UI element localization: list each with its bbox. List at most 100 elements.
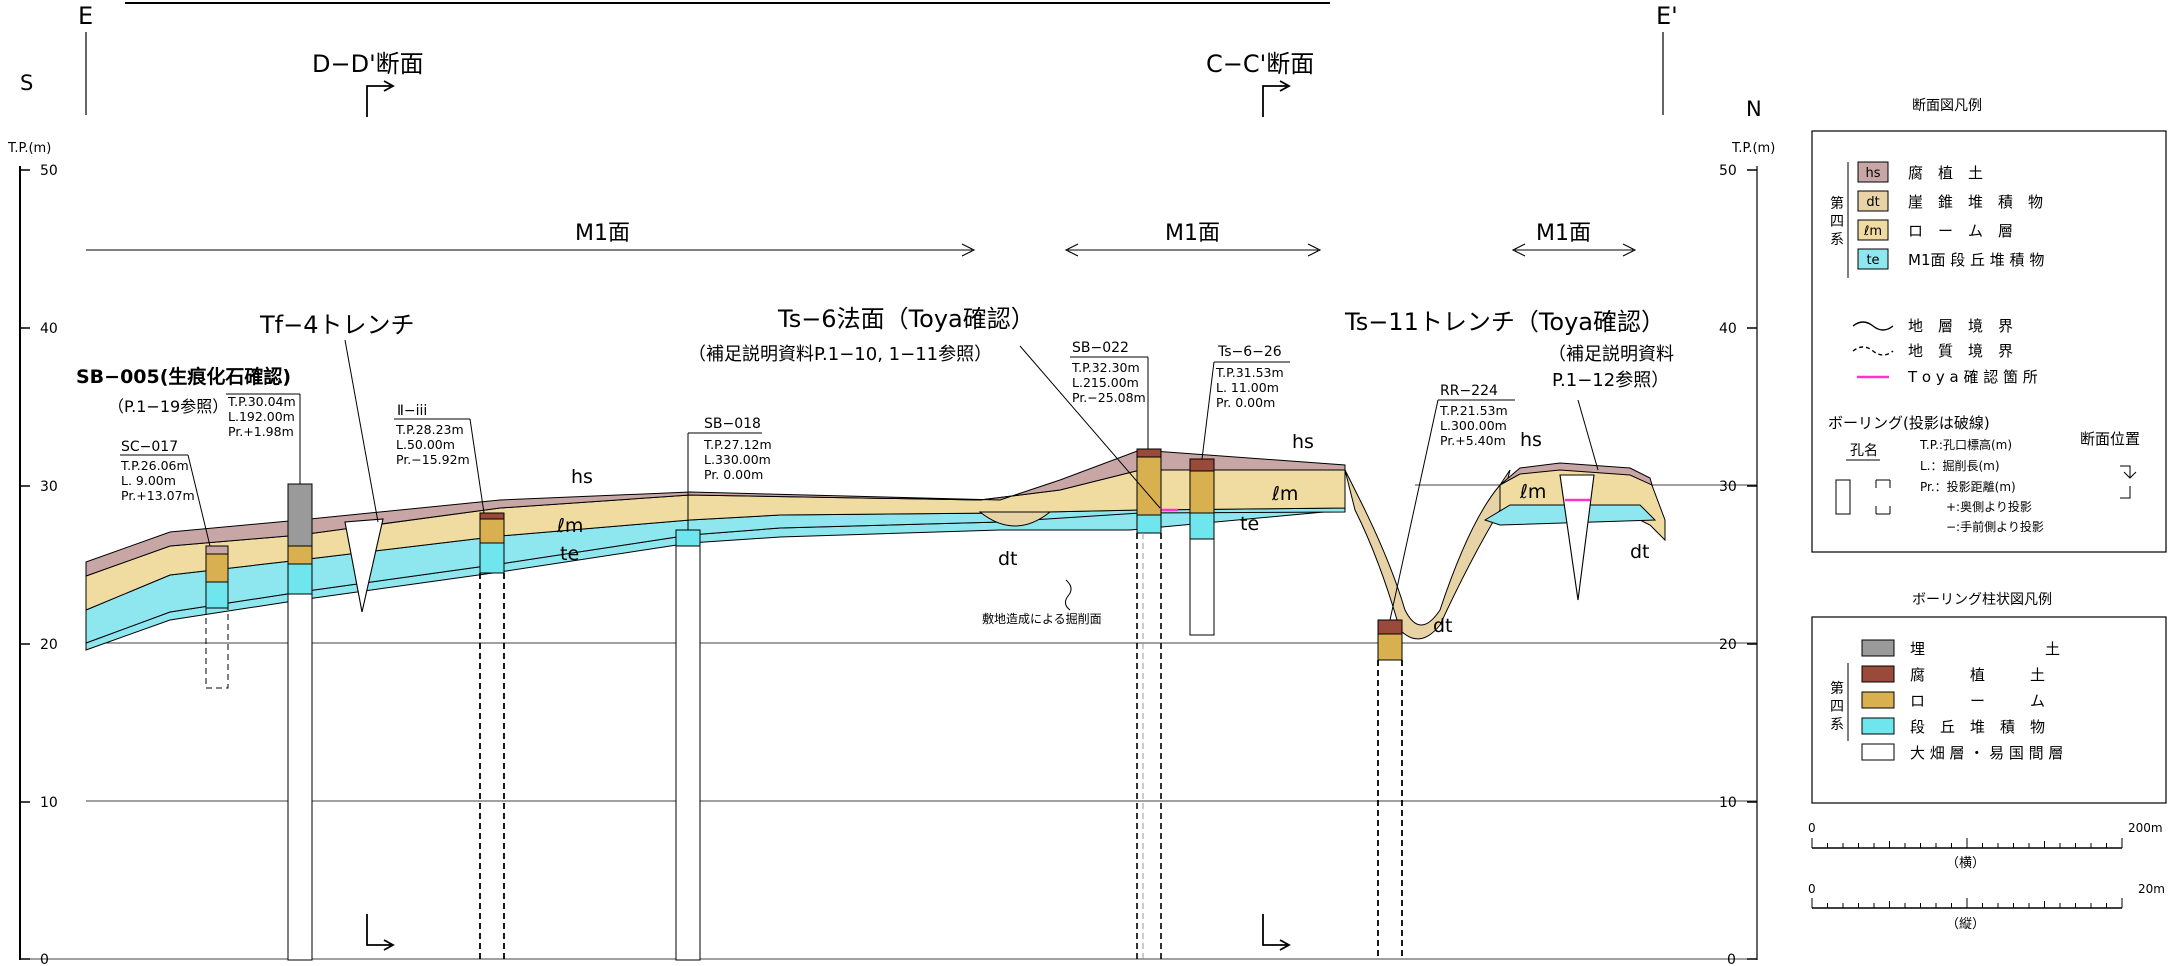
svg-text:地 質 境 界: 地 質 境 界: [1908, 342, 2013, 360]
borehole-sc017: [205, 545, 229, 689]
axis-tick-label: 50: [40, 163, 58, 179]
svg-text:0: 0: [1808, 882, 1816, 896]
svg-text:Pr.：投影距離(m): Pr.：投影距離(m): [1920, 479, 2016, 494]
direction-south: S: [20, 71, 33, 95]
scale-horizontal: 0 200m （横）: [1808, 821, 2163, 871]
svg-text:地 層 境 界: 地 層 境 界: [1908, 317, 2013, 335]
label-dt-1: dt: [998, 548, 1018, 570]
direction-north: N: [1746, 97, 1762, 121]
borehole-label-rr224: RR−224 T.P.21.53m L.300.00m Pr.+5.40m: [1389, 383, 1515, 621]
borehole-label-sc017: SC−017 T.P.26.06m L. 9.00m Pr.+13.07m: [120, 439, 211, 547]
ts6-subtitle: （補足説明資料P.1−10, 1−11参照）: [688, 344, 992, 365]
scale-vertical: 0 20m （縦）: [1808, 882, 2165, 932]
svg-text:+:奥側より投影: +:奥側より投影: [1946, 499, 2032, 514]
svg-text:SB−022: SB−022: [1072, 340, 1129, 356]
label-hs-2: hs: [1292, 431, 1314, 453]
svg-text:T.P.:孔口標高(m): T.P.:孔口標高(m): [1919, 437, 2012, 452]
borehole-label-tp3004: T.P.30.04m L.192.00m Pr.+1.98m: [226, 393, 301, 484]
svg-text:RR−224: RR−224: [1440, 383, 1498, 399]
borehole-sb018: [675, 529, 701, 961]
label-lm-3: ℓm: [1519, 481, 1546, 503]
tf4-title: Tf−4トレンチ: [259, 311, 415, 339]
svg-text:四: 四: [1830, 214, 1844, 230]
svg-text:Ⅱ−iii: Ⅱ−iii: [397, 403, 427, 419]
svg-text:L.330.00m: L.330.00m: [704, 452, 771, 467]
column-label-3: 段 丘 堆 積 物: [1910, 718, 2045, 736]
m1-surface-label-c: M1面: [1536, 221, 1591, 246]
column-label-0: 埋 土: [1910, 640, 2060, 658]
m1-surface-label-a: M1面: [575, 221, 630, 246]
label-lm-1: ℓm: [556, 515, 583, 537]
column-swatch-2: [1861, 691, 1895, 709]
label-te-1: te: [560, 543, 579, 565]
svg-text:ボーリング柱状図凡例: ボーリング柱状図凡例: [1912, 592, 2052, 608]
svg-text:Pr.+1.98m: Pr.+1.98m: [228, 424, 294, 439]
axis-tick-label: 30: [40, 479, 58, 495]
svg-text:L.：掘削長(m): L.：掘削長(m): [1920, 458, 2000, 473]
svg-text:SB−018: SB−018: [704, 416, 761, 432]
svg-text:T.P.31.53m: T.P.31.53m: [1215, 365, 1284, 380]
legend-swatch-1: [1857, 190, 1889, 212]
sb005-subtitle: （P.1−19参照）: [108, 397, 228, 416]
legend-column: ボーリング柱状図凡例 第 四 系 埋 土腐 植 土ロ ー ム段 丘 堆 積 物大…: [1811, 592, 2167, 804]
svg-text:第: 第: [1830, 680, 1844, 697]
borehole-ts6-26: [1189, 458, 1215, 636]
legend-swatch-2: [1857, 219, 1889, 241]
excavation-note: 敷地造成による掘削面: [982, 611, 1102, 626]
axis-tick-label: 40: [40, 321, 58, 337]
svg-text:T.P.26.06m: T.P.26.06m: [120, 458, 189, 473]
section-d-arrow-icon: [366, 80, 395, 117]
legend-label-2: ロ ー ム 層: [1908, 222, 2013, 240]
excavation-brace: [1064, 579, 1072, 611]
m1-surface-label-b: M1面: [1165, 221, 1220, 246]
svg-text:孔名: 孔名: [1850, 443, 1878, 459]
svg-text:SC−017: SC−017: [121, 439, 178, 455]
marker-e: E: [78, 2, 93, 30]
svg-text:四: 四: [1830, 699, 1844, 715]
svg-text:Pr. 0.00m: Pr. 0.00m: [704, 467, 763, 482]
sb005-title: SB−005(生痕化石確認): [76, 365, 291, 388]
axis-tick-label: 30: [1719, 479, 1737, 495]
section-c-arrow-bottom-icon: [1262, 914, 1291, 951]
ts11-leader: [1577, 399, 1599, 471]
legend-code-1: dt: [1866, 195, 1879, 210]
column-swatch-1: [1861, 665, 1895, 683]
legend-code-2: ℓm: [1863, 224, 1882, 239]
svg-text:Pr.−15.92m: Pr.−15.92m: [396, 452, 470, 467]
m1-surface-arrows: [86, 243, 1637, 257]
svg-text:L.192.00m: L.192.00m: [228, 409, 295, 424]
label-hs-3: hs: [1520, 429, 1542, 451]
axis-tick-label: 20: [1719, 637, 1737, 653]
legend-label-3: M1面 段 丘 堆 積 物: [1908, 251, 2044, 269]
legend-swatch-0: [1857, 161, 1889, 183]
svg-text:L.50.00m: L.50.00m: [396, 437, 455, 452]
svg-text:Pr.−25.08m: Pr.−25.08m: [1072, 390, 1146, 405]
ts6-title: Ts−6法面（Toya確認）: [777, 305, 1035, 333]
svg-text:（横）: （横）: [1946, 856, 1985, 871]
tf4-leader: [344, 339, 379, 523]
axis-unit-right: T.P.(m): [1731, 141, 1775, 156]
section-d-label: D−D'断面: [312, 50, 424, 78]
axis-tick-label: 10: [1719, 795, 1737, 811]
axis-tick-label: 10: [40, 795, 58, 811]
svg-text:Ts−6−26: Ts−6−26: [1217, 344, 1282, 360]
legend-label-0: 腐 植 土: [1908, 164, 1983, 182]
svg-text:L.215.00m: L.215.00m: [1072, 375, 1139, 390]
svg-text:断面位置: 断面位置: [2080, 430, 2140, 448]
axis-tick-label: 20: [40, 637, 58, 653]
svg-text:L. 9.00m: L. 9.00m: [121, 473, 176, 488]
svg-text:ボーリング(投影は破線): ボーリング(投影は破線): [1828, 414, 1990, 432]
legend-label-1: 崖 錐 堆 積 物: [1908, 193, 2043, 211]
svg-text:T.P.28.23m: T.P.28.23m: [395, 422, 464, 437]
section-c-arrow-icon: [1262, 80, 1291, 117]
label-hs-1: hs: [571, 466, 593, 488]
svg-text:Pr. 0.00m: Pr. 0.00m: [1216, 395, 1275, 410]
borehole-label-ts6-26: Ts−6−26 T.P.31.53m L. 11.00m Pr. 0.00m: [1201, 344, 1290, 460]
ts11-subtitle-2: P.1−12参照）: [1552, 370, 1669, 391]
svg-text:第: 第: [1830, 195, 1844, 212]
label-lm-2: ℓm: [1271, 483, 1298, 505]
svg-text:T o y a 確 認 箇 所: T o y a 確 認 箇 所: [1907, 368, 2038, 386]
